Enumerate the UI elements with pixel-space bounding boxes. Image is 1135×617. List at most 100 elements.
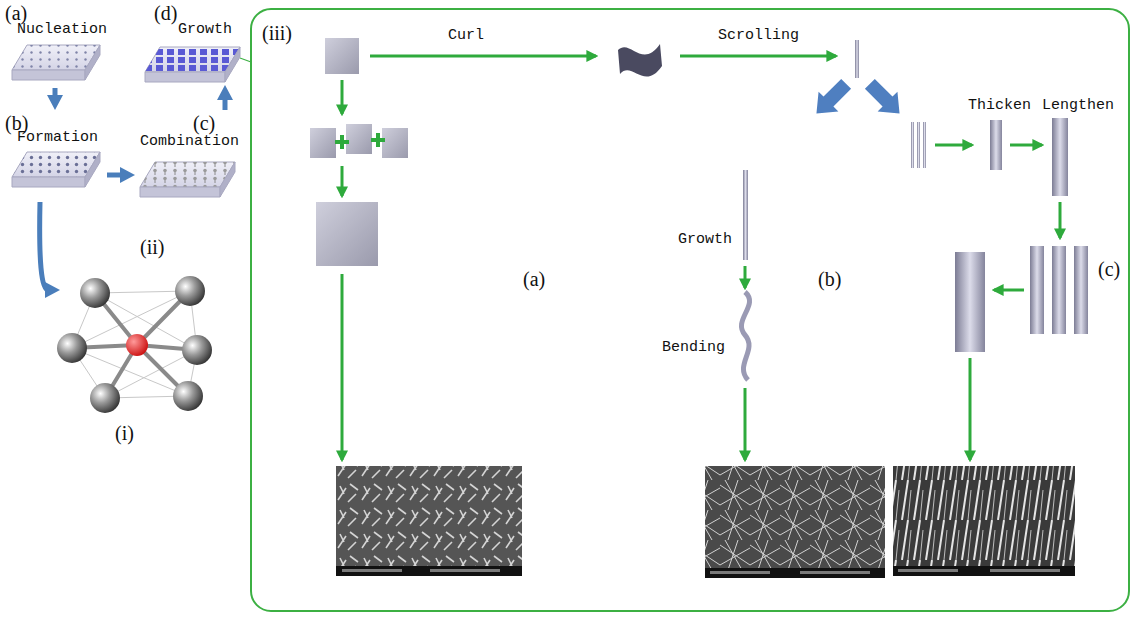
ligand-atom xyxy=(173,381,203,411)
step-label: Growth xyxy=(678,232,732,249)
panel-letter: (a) xyxy=(523,268,545,290)
thin-rod xyxy=(917,122,920,168)
octahedral-unit xyxy=(57,276,212,413)
substrate-plate xyxy=(145,47,240,82)
scroll-rod xyxy=(855,40,859,78)
zoom-panel xyxy=(251,9,1129,611)
long-rod xyxy=(1052,246,1066,334)
thick-rod xyxy=(990,120,1002,170)
panel-letter: (b) xyxy=(818,268,841,290)
stage-name: Growth xyxy=(178,22,232,39)
branch-arrow xyxy=(860,74,909,123)
stage-arrow xyxy=(47,88,63,110)
sem-info-mark xyxy=(342,569,402,572)
process-arrow xyxy=(1010,144,1042,147)
substrate-plate xyxy=(12,152,100,187)
curled-sheet xyxy=(618,44,662,77)
ligand-atom xyxy=(175,276,205,306)
stage-name: Nucleation xyxy=(17,22,107,39)
plate-front xyxy=(145,72,225,82)
panel-letter: (ii) xyxy=(140,236,164,258)
process-arrow xyxy=(341,80,344,114)
nanowire xyxy=(743,170,748,260)
stage-arrow xyxy=(217,85,233,110)
step-label: Thicken xyxy=(968,98,1031,115)
process-arrow xyxy=(680,55,836,58)
plate-front xyxy=(140,187,220,197)
ligand-atom xyxy=(80,278,110,308)
panel-letter: (i) xyxy=(115,422,134,444)
sheet xyxy=(325,38,359,74)
thin-rod xyxy=(923,122,926,168)
ligand-atom xyxy=(90,383,120,413)
large-sheet xyxy=(316,202,378,266)
ligand-atom xyxy=(57,333,87,363)
panel-letter: (d) xyxy=(154,2,177,24)
block-arrow xyxy=(860,74,909,123)
sem-image xyxy=(705,466,885,568)
combined-units xyxy=(140,162,235,187)
panel-letter: (c) xyxy=(1098,258,1120,280)
plate-front xyxy=(12,70,85,80)
sem-info-mark xyxy=(898,569,958,572)
plate-side xyxy=(85,45,100,80)
process-arrow xyxy=(341,166,344,196)
zoom-leader xyxy=(240,58,251,62)
sem-image xyxy=(893,466,1075,566)
long-rod xyxy=(1052,118,1068,196)
grown-crystals xyxy=(145,47,240,72)
plus-sign xyxy=(335,133,385,149)
sheet xyxy=(346,124,372,154)
stage-node: (b)Formation xyxy=(2,110,107,202)
sheet xyxy=(382,128,408,158)
stage-node: (d)Growth xyxy=(140,0,245,85)
step-label: Bending xyxy=(662,340,725,357)
substrate-plate xyxy=(12,45,100,80)
arrow-shaft xyxy=(40,202,48,290)
step-label: Lengthen xyxy=(1042,98,1114,115)
plate-front xyxy=(12,177,85,187)
plate-top xyxy=(145,47,240,72)
stage-node: (a)Nucleation xyxy=(2,0,109,88)
plate-side xyxy=(220,162,235,197)
plate-top xyxy=(140,162,235,187)
panel-letter: (a) xyxy=(5,2,27,24)
process-arrow xyxy=(969,358,972,460)
long-rod xyxy=(1030,246,1044,334)
bent-nanowire xyxy=(741,292,749,380)
long-rod xyxy=(1074,246,1088,334)
sem-scale-bar xyxy=(990,569,1060,572)
sheet xyxy=(310,128,336,158)
sem-image xyxy=(336,466,522,566)
stage-node: (c)Combination xyxy=(135,110,245,210)
arrow-head xyxy=(217,85,233,100)
sem-info-mark xyxy=(710,571,770,574)
sem-scale-bar xyxy=(800,571,870,574)
sem-scale-bar xyxy=(430,569,500,572)
process-arrow xyxy=(994,289,1024,292)
thin-rod xyxy=(911,122,914,168)
sem-info-bar xyxy=(893,566,1075,576)
process-arrow xyxy=(744,266,747,288)
stage-arrow xyxy=(40,202,60,298)
substrate-plate xyxy=(140,162,235,197)
stage-node: (i) xyxy=(60,272,225,450)
panel-letter: (iii) xyxy=(262,22,292,44)
arrow-head xyxy=(120,167,135,183)
central-atom xyxy=(126,334,148,356)
merged-rod xyxy=(955,252,985,352)
process-arrow xyxy=(744,388,747,460)
stage-name: Combination xyxy=(140,134,239,151)
plate-side xyxy=(85,152,100,187)
process-arrow xyxy=(1059,202,1062,238)
branch-arrow xyxy=(807,74,856,123)
arrow-head xyxy=(45,282,60,298)
ligand-atom xyxy=(182,335,212,365)
block-arrow xyxy=(807,74,856,123)
step-label: Scrolling xyxy=(718,28,799,45)
panel-letter: (c) xyxy=(193,112,215,134)
process-arrow xyxy=(935,144,972,147)
process-arrow xyxy=(341,274,344,460)
